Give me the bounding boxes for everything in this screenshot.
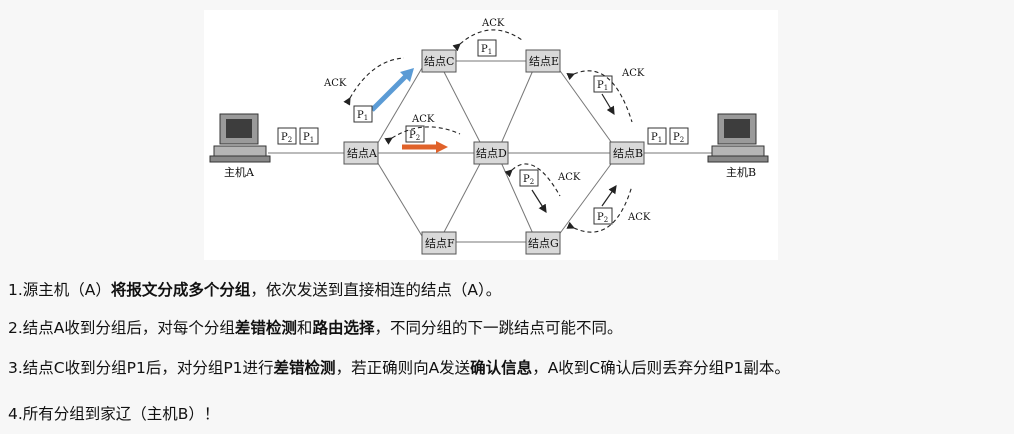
step-number: 2. bbox=[8, 319, 23, 337]
ack-label-e-c: ACK bbox=[481, 18, 505, 29]
forward-arrow-g-to-b bbox=[601, 185, 617, 207]
step-number: 4. bbox=[8, 405, 23, 423]
ack-arrow-c-to-a bbox=[343, 57, 405, 106]
node-d-label: 结点D bbox=[476, 147, 507, 160]
packet-p1-host-b: P1 bbox=[647, 127, 667, 145]
host-b-computer-icon bbox=[707, 113, 769, 163]
step-text: ，不同分组的下一跳结点可能不同。 bbox=[374, 319, 623, 337]
ack-label-b-g: ACK bbox=[627, 212, 651, 223]
step-text: 源主机（A） bbox=[22, 281, 111, 299]
step-emphasis: 确认信息 bbox=[470, 359, 533, 377]
ack-arrow-d-to-a bbox=[384, 126, 461, 145]
ack-arrow-b-to-g bbox=[566, 185, 633, 233]
node-e: 结点E bbox=[525, 49, 561, 73]
step-emphasis: 差错检测 bbox=[273, 359, 336, 377]
step-emphasis: 将报文分成多个分组 bbox=[110, 281, 251, 299]
node-b-label: 结点B bbox=[613, 147, 643, 160]
ack-label-d-a: ACK bbox=[411, 114, 435, 125]
packet-p2-host-a: P2 bbox=[277, 127, 297, 145]
node-f: 结点F bbox=[421, 231, 457, 255]
diagram-svg: 主机A 主机B 结点A 结点C 结点D 结点E 结点B 结点F 结点G P2 bbox=[209, 18, 769, 255]
orange-arrowhead bbox=[436, 141, 448, 153]
packet-p2-a-to-d: P2 bbox=[405, 125, 425, 143]
ack-label-g-d: ACK bbox=[557, 172, 581, 183]
packet-p2-d-to-g: P2 bbox=[519, 169, 539, 187]
step-3: 3.结点C收到分组P1后，对分组P1进行差错检测，若正确则向A发送确认信息，A收… bbox=[8, 356, 790, 378]
packet-p1-host-a: P1 bbox=[299, 127, 319, 145]
ack-arrow-b-to-e bbox=[566, 70, 633, 123]
step-text: ，A收到C确认后则丢弃分组P1副本。 bbox=[532, 359, 790, 377]
node-c: 结点C bbox=[421, 49, 457, 73]
step-text: 结点A收到分组后，对每个分组 bbox=[22, 319, 235, 337]
step-text: ，依次发送到直接相连的结点（A）。 bbox=[250, 281, 502, 299]
host-b-label: 主机B bbox=[726, 165, 756, 179]
packet-p1-e-to-b: P1 bbox=[593, 75, 613, 93]
step-1: 1.源主机（A）将报文分成多个分组，依次发送到直接相连的结点（A）。 bbox=[8, 278, 501, 300]
node-a: 结点A bbox=[343, 141, 379, 165]
ack-label-b-e: ACK bbox=[621, 68, 645, 79]
blue-arrowhead bbox=[400, 68, 414, 82]
host-a-label: 主机A bbox=[224, 165, 255, 179]
node-e-label: 结点E bbox=[529, 55, 559, 68]
node-g-label: 结点G bbox=[528, 237, 559, 250]
svg-text:P1: P1 bbox=[357, 110, 368, 122]
svg-text:P2: P2 bbox=[673, 132, 684, 144]
svg-text:P2: P2 bbox=[409, 130, 420, 142]
step-4: 4.所有分组到家辽（主机B）！ bbox=[8, 402, 219, 424]
svg-text:P1: P1 bbox=[597, 80, 608, 92]
network-diagram: 主机A 主机B 结点A 结点C 结点D 结点E 结点B 结点F 结点G P2 bbox=[204, 10, 778, 260]
svg-text:P2: P2 bbox=[281, 132, 292, 144]
svg-text:P1: P1 bbox=[303, 132, 314, 144]
packet-p1-c-to-e: P1 bbox=[477, 39, 497, 57]
forward-arrow-d-to-g bbox=[531, 189, 547, 214]
svg-text:P1: P1 bbox=[651, 132, 662, 144]
step-text: 和 bbox=[296, 319, 313, 337]
step-2: 2.结点A收到分组后，对每个分组差错检测和路由选择，不同分组的下一跳结点可能不同… bbox=[8, 316, 622, 338]
node-c-label: 结点C bbox=[424, 55, 454, 68]
step-emphasis: 差错检测 bbox=[234, 319, 297, 337]
svg-text:P1: P1 bbox=[481, 44, 492, 56]
ack-label-c-a: ACK bbox=[323, 78, 347, 89]
packet-p2-g-to-b: P2 bbox=[593, 207, 613, 225]
node-d: 结点D bbox=[473, 141, 509, 165]
node-a-label: 结点A bbox=[347, 147, 378, 160]
forward-arrow-e-to-b bbox=[601, 93, 615, 116]
step-number: 1. bbox=[8, 281, 23, 299]
node-f-label: 结点F bbox=[425, 237, 455, 250]
packet-p1-a-to-c: P1 bbox=[353, 105, 373, 123]
svg-text:P2: P2 bbox=[597, 212, 608, 224]
step-text: 结点C收到分组P1后，对分组P1进行 bbox=[22, 359, 274, 377]
packet-p2-host-b: P2 bbox=[669, 127, 689, 145]
blue-arrow-shaft bbox=[370, 72, 410, 112]
step-text: 所有分组到家辽（主机B）！ bbox=[22, 405, 220, 423]
node-g: 结点G bbox=[525, 231, 561, 255]
step-emphasis: 路由选择 bbox=[312, 319, 375, 337]
step-number: 3. bbox=[8, 359, 23, 377]
step-text: ，若正确则向A发送 bbox=[335, 359, 471, 377]
host-a-computer-icon bbox=[209, 113, 271, 163]
node-b: 结点B bbox=[609, 141, 645, 165]
svg-text:P2: P2 bbox=[523, 174, 534, 186]
